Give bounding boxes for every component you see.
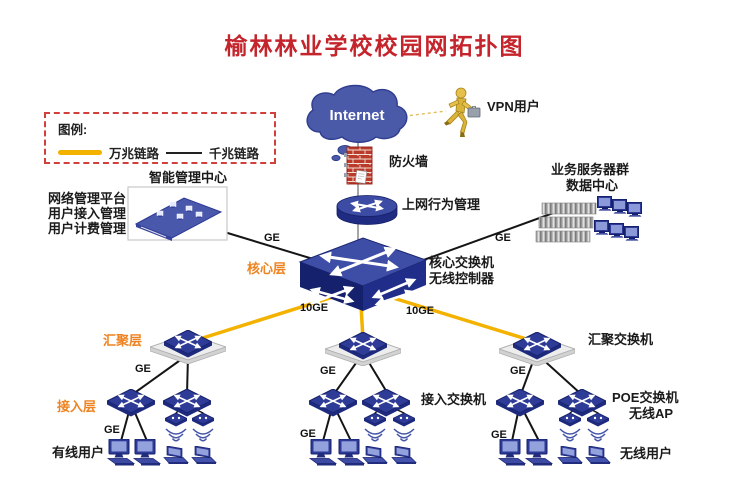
access-switch-label: 接入交换机 (421, 392, 487, 407)
mgmt-center-line3: 用户计费管理 (48, 221, 127, 236)
mgmt-center-title: 智能管理中心 (149, 170, 228, 185)
datacenter-label: 数据中心 (566, 178, 619, 193)
internet-label: Internet (329, 107, 384, 124)
wireless-ap-icon (165, 413, 187, 427)
wifi-waves-icon (192, 428, 214, 442)
laptop-icon (362, 446, 388, 465)
ge-label-access-middle: GE (300, 428, 316, 440)
server-group-label: 业务服务器群 (551, 162, 630, 177)
desktop-icon (525, 439, 553, 466)
desktop-icon (309, 439, 337, 466)
wireless-ap-icon (587, 413, 609, 427)
wireless-users-label: 无线用户 (620, 446, 673, 461)
laptop-icon (163, 446, 189, 465)
desktop-icon (133, 439, 161, 466)
legend-10g-line (58, 150, 102, 155)
desktop-icon (107, 439, 135, 466)
poe-switch-label: POE交换机 (612, 390, 679, 405)
mgmt-center-line2: 用户接入管理 (48, 206, 127, 221)
laptop-icon (585, 446, 611, 465)
wifi-waves-icon (559, 428, 581, 442)
mgmt-center-icon (127, 186, 228, 241)
wifi-waves-icon (587, 428, 609, 442)
legend: 图例: 万兆链路 千兆链路 (44, 112, 276, 164)
agg-switch-middle (325, 332, 401, 366)
access-switch-m1 (309, 389, 357, 417)
firewall-icon (344, 146, 373, 185)
vpn-user-icon (444, 87, 481, 137)
wifi-waves-icon (364, 428, 386, 442)
access-switch-r1 (496, 389, 544, 417)
firewall-label: 防火墙 (389, 154, 429, 169)
ge-label-agg-left: GE (135, 363, 151, 375)
laptop-icon (391, 446, 417, 465)
agg-layer-label: 汇聚层 (103, 333, 143, 348)
ge-label-core-server: GE (495, 232, 511, 244)
access-switch-l1 (107, 389, 155, 417)
desktop-icon (498, 439, 526, 466)
laptop-icon (557, 446, 583, 465)
behavior-mgmt-label: 上网行为管理 (402, 197, 481, 212)
legend-10g-label: 万兆链路 (109, 147, 160, 161)
wireless-ap-label: 无线AP (629, 406, 674, 421)
page-title: 榆林林业学校校园网拓扑图 (224, 33, 525, 59)
ge-label-agg-middle: GE (320, 365, 336, 377)
legend-1g-line (166, 151, 203, 154)
legend-title: 图例: (58, 123, 88, 137)
wireless-ap-icon (393, 413, 415, 427)
agg-switch-label: 汇聚交换机 (588, 332, 654, 347)
agg-switch-right (499, 332, 575, 366)
access-layer-label: 接入层 (57, 399, 97, 414)
wired-users-label: 有线用户 (52, 445, 105, 460)
tenge-label-right: 10GE (406, 305, 435, 317)
wifi-waves-icon (165, 428, 187, 442)
wireless-ap-icon (192, 413, 214, 427)
wireless-ap-icon (559, 413, 581, 427)
datacenter-monitors-icon (594, 196, 642, 241)
ge-label-access-right: GE (491, 429, 507, 441)
legend-1g-label: 千兆链路 (209, 147, 260, 161)
desktop-icon (337, 439, 365, 466)
core-switch-label: 核心交换机 (429, 255, 495, 270)
core-switch-icon (298, 237, 428, 311)
laptop-icon (191, 446, 217, 465)
ge-label-agg-right: GE (510, 365, 526, 377)
access-switch-r2 (558, 389, 606, 417)
mgmt-center-line1: 网络管理平台 (48, 191, 127, 206)
ge-label-access-left: GE (104, 424, 120, 436)
ge-label-mgmt-core: GE (264, 232, 280, 244)
vpn-user-label: VPN用户 (487, 99, 540, 114)
behavior-mgmt-icon (336, 195, 398, 225)
wireless-ap-icon (364, 413, 386, 427)
access-switch-l2 (163, 389, 211, 417)
core-layer-label: 核心层 (247, 261, 287, 276)
server-group-icon (535, 202, 597, 243)
wlan-controller-label: 无线控制器 (429, 271, 495, 286)
tenge-label-left: 10GE (300, 302, 329, 314)
wifi-waves-icon (393, 428, 415, 442)
